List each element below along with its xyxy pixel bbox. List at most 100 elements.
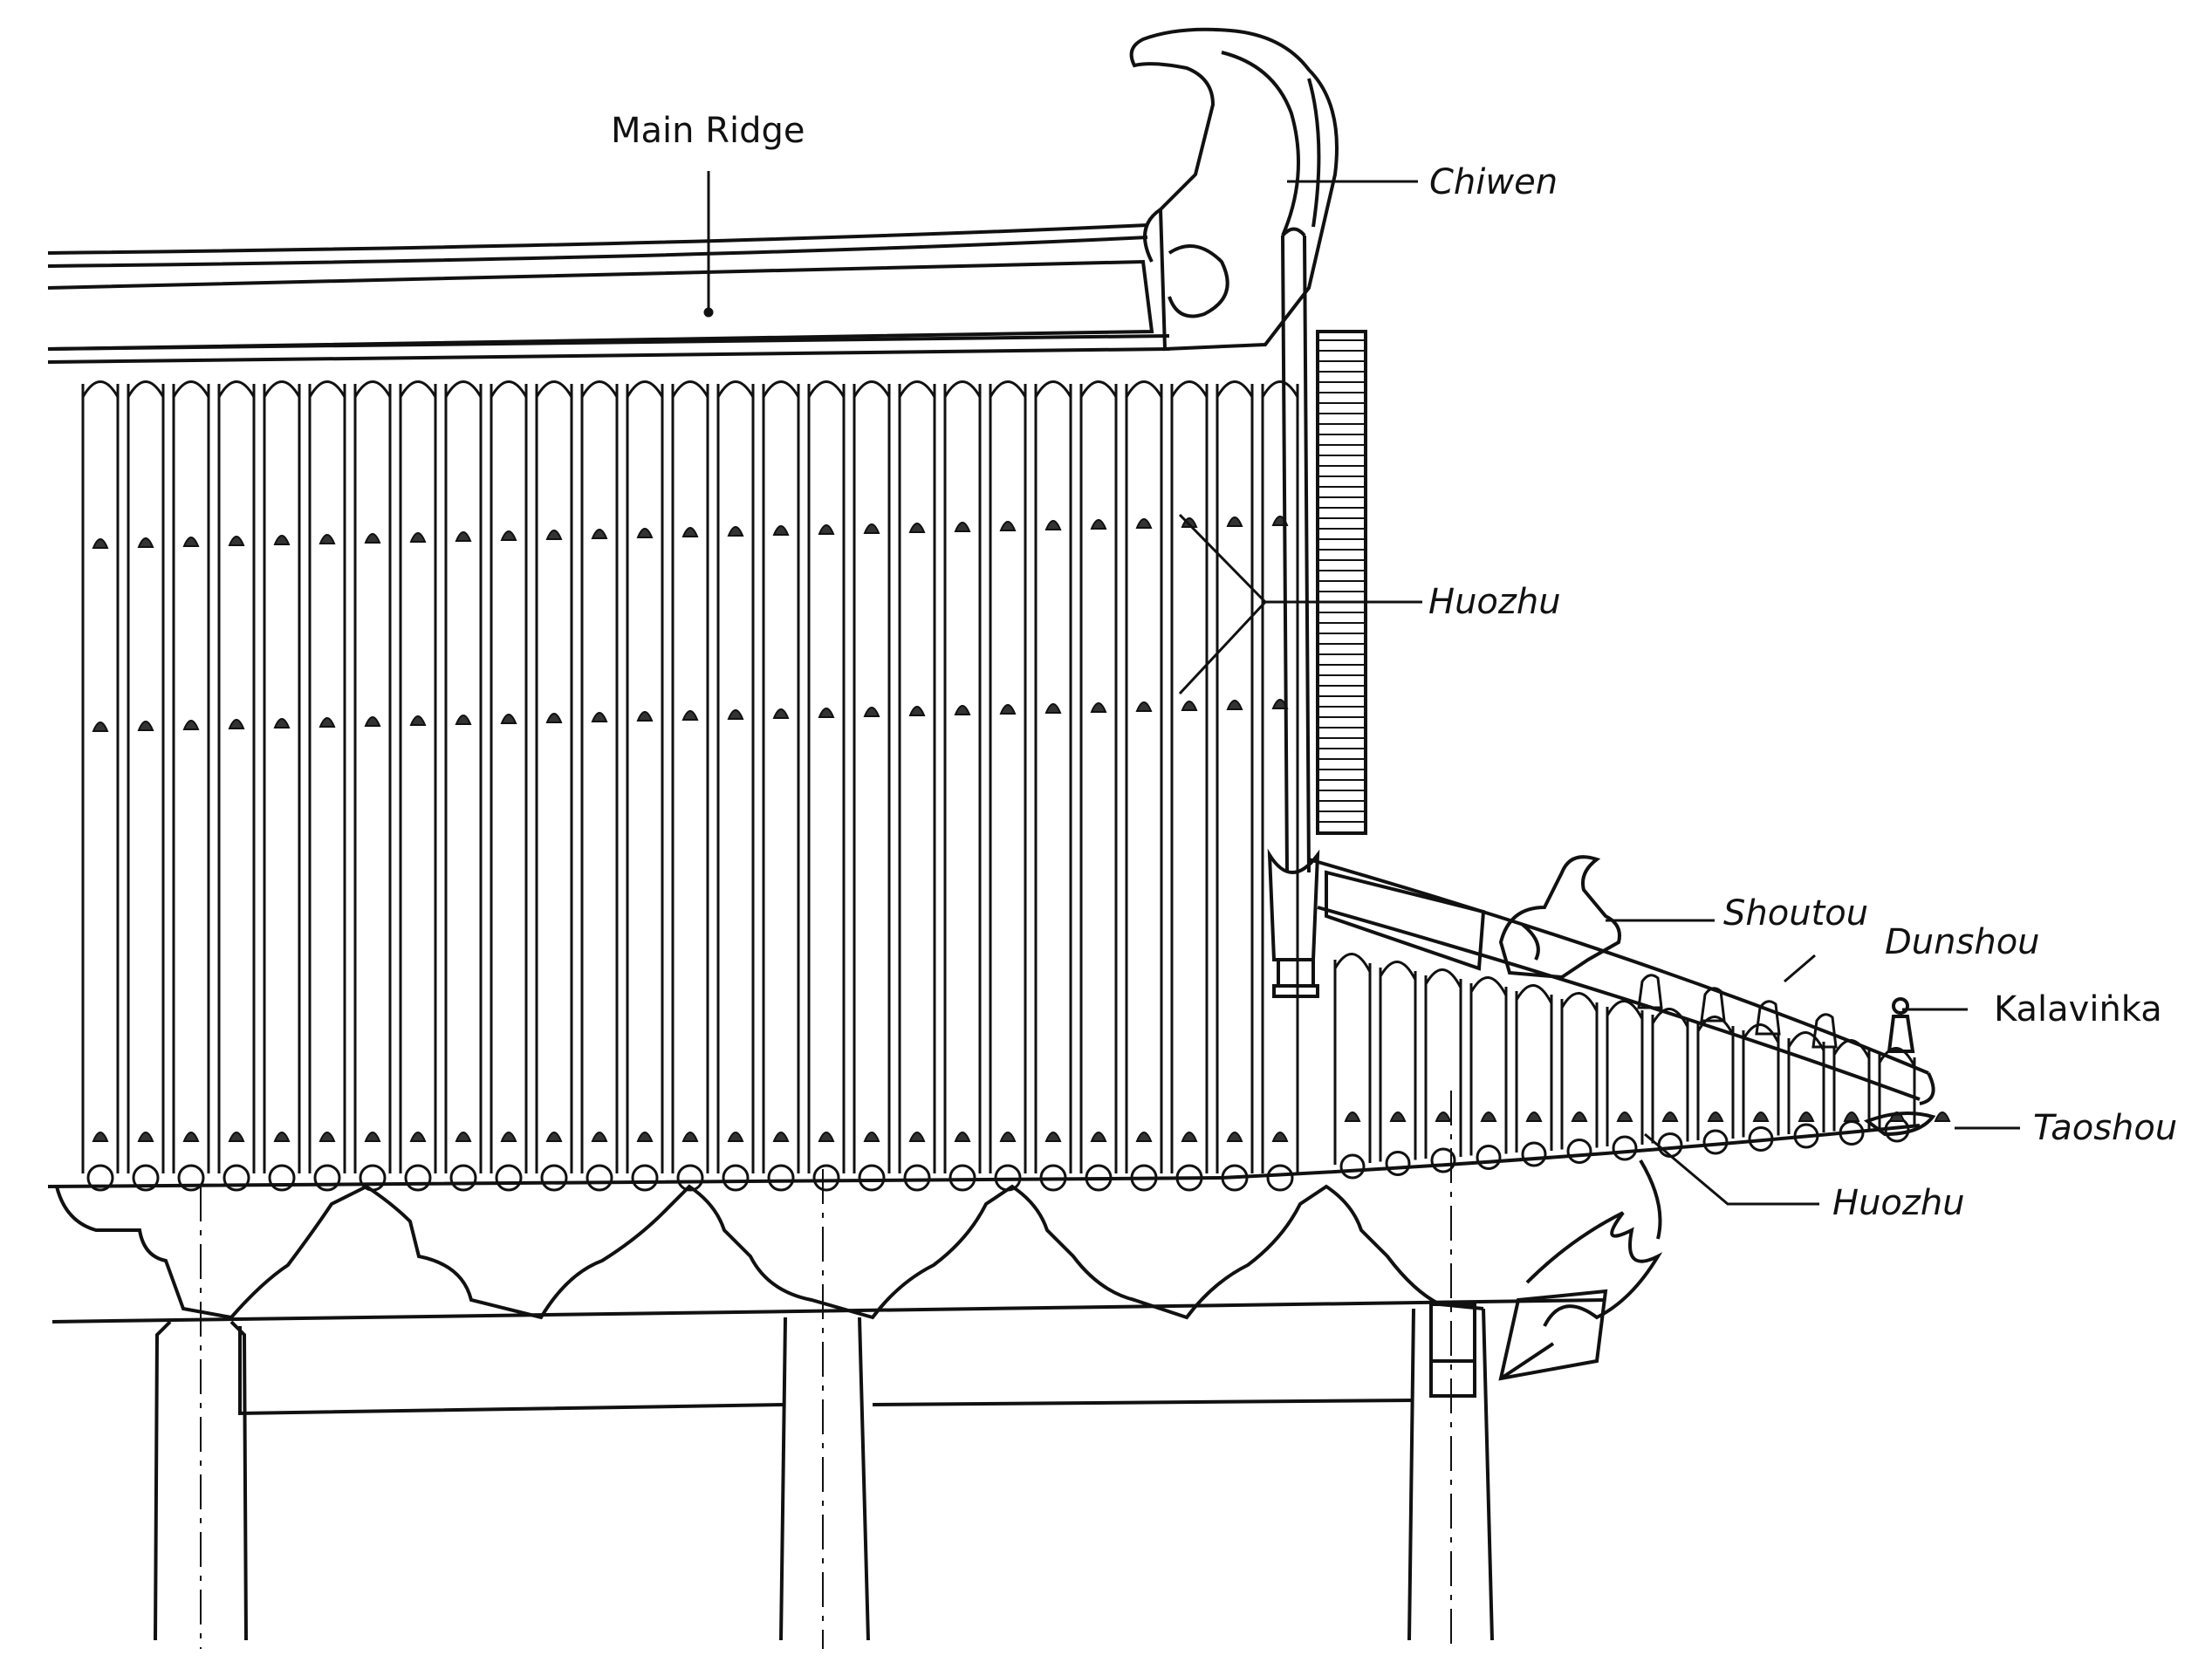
tile-column [1170,380,1209,1173]
eave-tile-column [1606,1000,1644,1146]
dunshou-figure [1811,1013,1838,1049]
huozhu-nail [1435,1112,1452,1122]
huozhu-nail [772,708,790,719]
huozhu-nail [727,526,744,537]
huozhu-nail [863,523,880,534]
huozhu-nail [818,524,835,535]
huozhu-nail [863,1132,880,1142]
huozhu-nail [228,536,245,546]
tile-end [676,1164,704,1192]
taoshou-ornament [1863,1112,1936,1137]
huozhu-nail [681,527,699,537]
huozhu-nail [273,535,291,545]
eave-tile-end [1476,1145,1502,1170]
tile-end [903,1164,931,1192]
tile-column [399,380,437,1173]
huozhu-nail [591,1132,608,1142]
huozhu-nail [1044,1132,1062,1142]
kalavinka-figure [1887,997,1915,1053]
tile-end [86,1164,114,1192]
chiwen-ornament [1129,27,1339,352]
huozhu-nail [318,1132,336,1142]
huozhu-nail [681,1132,699,1142]
huozhu-nail [1661,1112,1679,1122]
huozhu-nail [318,534,336,544]
huozhu-nail [1090,702,1107,713]
huozhu-nail [999,1132,1017,1142]
huozhu-nail [318,717,336,728]
tile-column [762,380,800,1173]
huozhu-nail [455,531,472,542]
huozhu-nail [1843,1112,1860,1122]
tile-column [853,380,891,1173]
eave-tile-end [1385,1151,1411,1176]
huozhu-nail [1181,1132,1198,1142]
huozhu-nail [1181,701,1198,711]
huozhu-nail [1616,1112,1633,1122]
huozhu-nail [409,532,427,543]
eave-tile-end [1521,1141,1547,1167]
huozhu-nail [999,521,1017,531]
dunshou-figures [1637,974,1838,1049]
tile-column [626,380,664,1173]
dunshou-figure [1700,987,1726,1023]
eave-tile-column [1379,961,1417,1162]
hip-ridge-vertical [1267,227,1367,998]
huozhu-nail [1044,703,1062,714]
label-dunshou: Dunshou [1885,922,2040,962]
huozhu-nail [409,715,427,726]
columns [154,1303,1494,1641]
huozhu-nail [364,1132,381,1142]
huozhu-nail [228,1132,245,1142]
huozhu-nail [182,537,200,547]
eave-tile-column [1651,1008,1689,1144]
label-shoutou: Shoutou [1723,893,1868,934]
huozhu-nail [1135,1132,1153,1142]
tile-column [127,380,165,1173]
huozhu-nail [182,720,200,730]
huozhu-nail [591,529,608,539]
huozhu-nail [500,714,517,724]
huozhu-nail [1571,1112,1588,1122]
tile-end [540,1164,568,1192]
huozhu-nail [999,704,1017,715]
eave-edge [47,1124,1921,1188]
tile-end [948,1164,976,1192]
huozhu-nail [1344,1112,1361,1122]
tile-end [404,1164,432,1192]
huozhu-nail [1135,518,1153,529]
tile-column [989,380,1027,1173]
huozhu-nail [954,1132,971,1142]
label-main-ridge: Main Ridge [611,111,805,151]
huozhu-nail [364,533,381,544]
huozhu-nail [636,1132,654,1142]
huozhu-nail [1044,520,1062,530]
tile-end [722,1164,750,1192]
eave-tile-end [1657,1132,1683,1158]
tile-end [495,1164,523,1192]
huozhu-nail [1707,1112,1724,1122]
tile-column [353,380,392,1173]
huozhu-nail [455,1132,472,1142]
huozhu-nail [818,1132,835,1142]
huozhu-nail [863,707,880,717]
tile-end [1266,1164,1294,1192]
huozhu-nail [727,1132,744,1142]
huozhu-nail [818,708,835,718]
huozhu-nail [1090,1132,1107,1142]
tile-column [1125,380,1163,1173]
huozhu-nail [1934,1112,1951,1122]
huozhu-nail [92,538,109,549]
dunshou-figure [1755,1000,1781,1036]
huozhu-nail [92,722,109,732]
tile-column [308,380,346,1173]
eave-tile-column [1424,968,1462,1159]
huozhu-nail [137,721,154,731]
huozhu-nail [364,716,381,727]
tile-end [767,1164,795,1192]
huozhu-nail [1135,701,1153,712]
eave-tile-column [1696,1016,1735,1140]
huozhu-nail [1090,519,1107,530]
label-huozhu-upper: Huozhu [1428,582,1561,622]
